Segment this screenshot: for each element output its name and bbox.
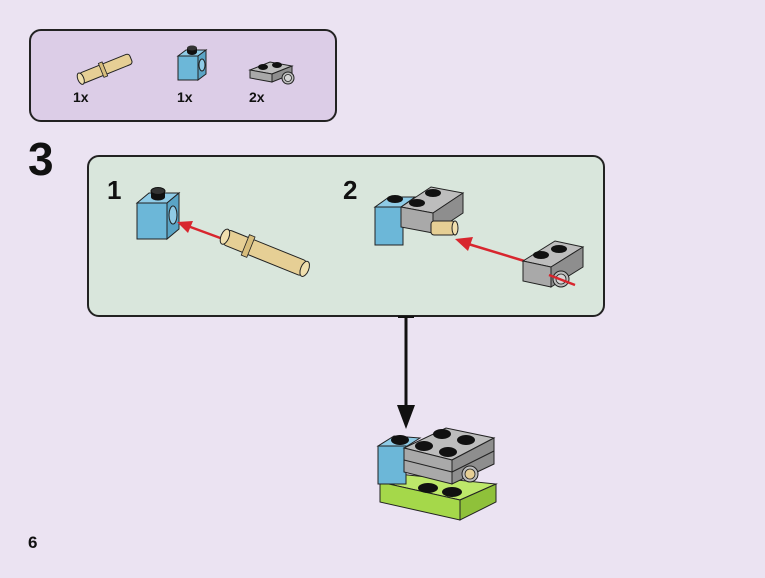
gray-plate-quantity: 2x [249,89,265,105]
down-arrow-icon [397,316,415,429]
substep-1-tan-pin-icon [219,228,310,277]
substep-2-gray-plate-icon [521,240,585,288]
tan-pin-part-icon [76,53,133,85]
page-number: 6 [28,533,38,552]
azure-technic-brick-part-icon [176,45,208,81]
parts-list-box: 1x 1x 2x [29,29,337,122]
result-model-icon [376,427,498,521]
substep-2-number: 2 [343,175,358,205]
gray-plate-part-icon [248,61,295,85]
step-number: 3 [28,133,54,185]
substep-2-insert-arrow-icon [455,237,532,265]
azure-brick-quantity: 1x [177,89,193,105]
substep-1-number: 1 [107,175,122,205]
tan-pin-quantity: 1x [73,89,89,105]
substep-1-insert-arrow-icon [177,221,224,241]
substep-box: 1 2 [87,155,605,317]
substep-2-assembly-icon [373,186,465,246]
substep-1-azure-brick-icon [135,187,181,241]
